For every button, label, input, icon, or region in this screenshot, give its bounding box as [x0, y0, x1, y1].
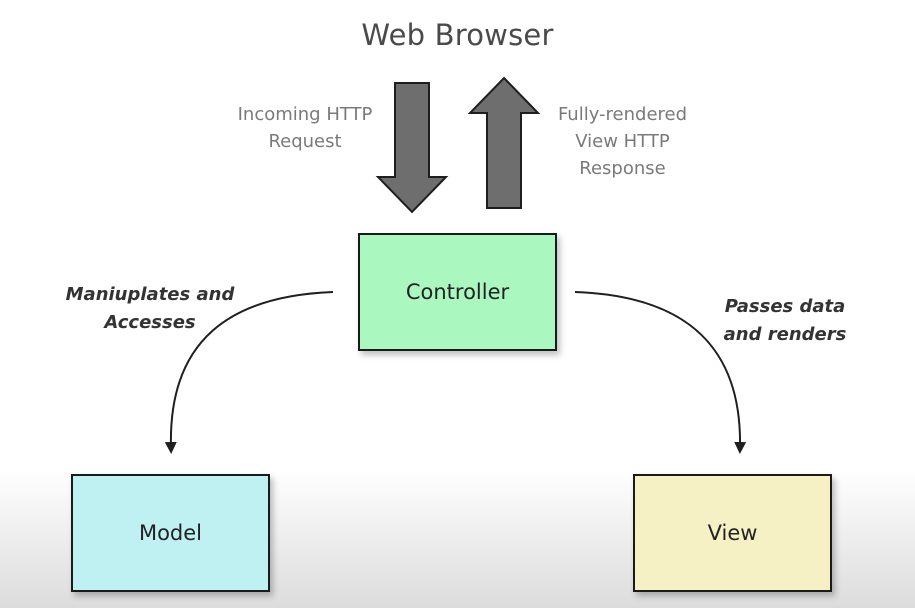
response-label-line-1: Fully-rendered [557, 104, 688, 125]
incoming-request-arrow [375, 82, 449, 214]
response-label: Fully-rendered View HTTP Response [540, 101, 705, 182]
controller-box: Controller [358, 233, 557, 351]
passes-data-label-line-1: Passes data [724, 296, 846, 317]
manipulates-label-line-1: Maniuplates and [65, 284, 235, 305]
response-label-line-3: Response [579, 158, 666, 179]
incoming-request-label: Incoming HTTP Request [220, 101, 390, 155]
diagram-title: Web Browser [361, 18, 554, 52]
model-label: Model [138, 521, 203, 545]
incoming-request-label-line-2: Request [268, 131, 342, 152]
incoming-request-label-line-1: Incoming HTTP [237, 104, 373, 125]
view-box: View [633, 474, 832, 592]
manipulates-accesses-label: Maniuplates and Accesses [55, 281, 245, 337]
controller-label: Controller [405, 280, 510, 304]
passes-data-renders-label: Passes data and renders [700, 293, 870, 349]
response-label-line-2: View HTTP [575, 131, 670, 152]
controller-to-view-arrow [574, 291, 747, 454]
model-box: Model [71, 474, 270, 592]
passes-data-label-line-2: and renders [723, 324, 847, 345]
manipulates-label-line-2: Accesses [104, 312, 196, 333]
controller-to-model-arrow [164, 291, 334, 454]
response-arrow [467, 76, 541, 209]
view-label: View [707, 521, 758, 545]
